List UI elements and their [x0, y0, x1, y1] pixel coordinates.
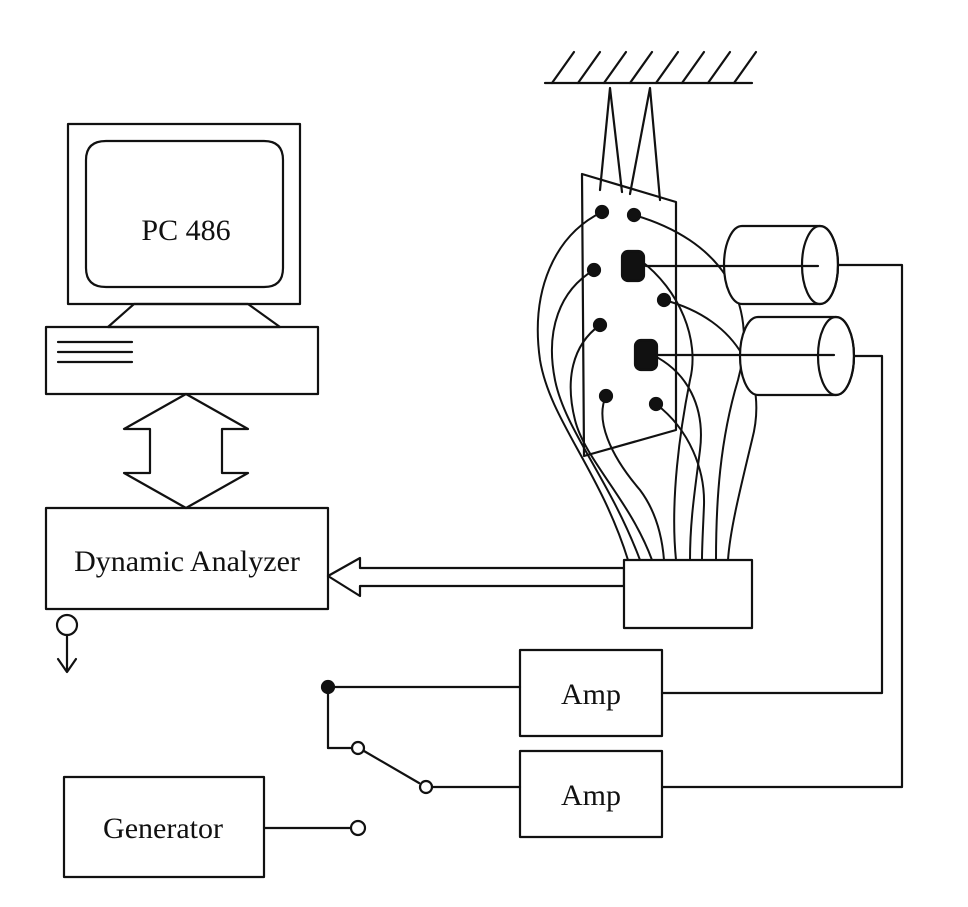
signal-to-analyzer-arrow — [326, 556, 626, 598]
switch-pivot-terminal — [350, 740, 366, 756]
sensor-dot — [592, 317, 608, 333]
pc-computer: PC 486 — [44, 122, 320, 396]
sensor-dot — [626, 207, 642, 223]
sensor-dot — [656, 292, 672, 308]
sensor-dot — [598, 388, 614, 404]
analyzer-input-symbol — [55, 613, 79, 674]
pc-base-unit — [44, 325, 320, 396]
sensor-points — [586, 204, 672, 412]
exciter-attachment-bottom — [633, 338, 659, 372]
sensor-dot — [594, 204, 610, 220]
shaker-top — [644, 224, 840, 306]
switch-contact-terminal — [418, 779, 434, 795]
generator-label: Generator — [103, 812, 223, 845]
pc-monitor-stand — [106, 302, 282, 329]
switch-blade — [362, 749, 421, 785]
selector-switch — [320, 679, 522, 795]
sensor-cable-bundle — [536, 211, 758, 561]
sensor-dot — [586, 262, 602, 278]
amp-bottom-box — [518, 749, 664, 839]
pc-screen — [84, 139, 285, 289]
connector-junction-box — [622, 558, 754, 630]
test-structure-plate — [580, 172, 678, 458]
suspension-strings — [598, 86, 662, 202]
sensor-dot — [648, 396, 664, 412]
shaker-top-drive-wire — [660, 263, 904, 789]
ceiling-support — [543, 50, 758, 85]
dynamic-analyzer-box — [44, 506, 330, 611]
shaker-bottom — [656, 315, 856, 397]
dynamic-analyzer-label: Dynamic Analyzer — [74, 545, 300, 578]
generator-output-terminal — [349, 819, 367, 837]
pc-label: PC 486 — [141, 214, 230, 247]
amp-top-label: Amp — [561, 678, 621, 711]
amp-bottom-label: Amp — [561, 779, 621, 812]
pc-analyzer-data-arrow — [122, 392, 250, 510]
exciter-attachment-top — [620, 249, 646, 283]
shaker-bottom-drive-wire — [660, 354, 884, 695]
